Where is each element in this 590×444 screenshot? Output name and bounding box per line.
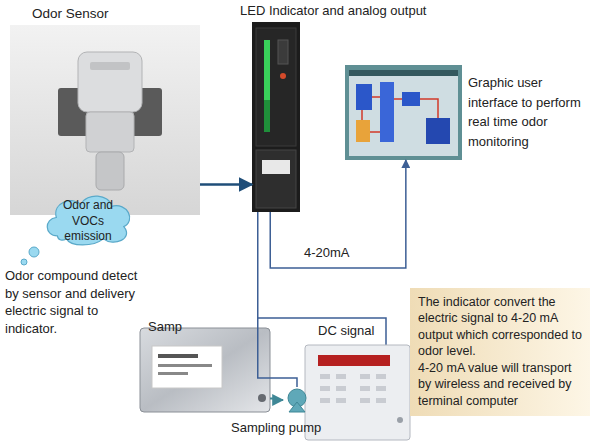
- sensor-photo-node: Odor Sensor: [10, 25, 200, 215]
- bag-label-mark: [158, 372, 188, 375]
- pump-node: Sampling pump: [283, 387, 311, 413]
- monitor-unit: [402, 92, 420, 106]
- connector: [258, 212, 297, 387]
- bag-valve: [258, 394, 266, 402]
- bag-heading: Samp: [148, 319, 208, 336]
- node-heading: LED Indicator and analog output: [240, 3, 445, 20]
- led-bar: [264, 40, 270, 132]
- connector: [270, 160, 406, 268]
- monitor-unit: [380, 82, 394, 142]
- indicator-device: [252, 22, 300, 212]
- panel-button: [360, 374, 370, 379]
- signal-label: DC signal: [318, 322, 408, 340]
- panel-button: [336, 386, 346, 391]
- note-text: The indicator convert the electric signa…: [418, 294, 584, 359]
- panel-button: [336, 374, 346, 379]
- sample-bag-node: Samp: [140, 328, 270, 412]
- note-label: Odor compound detect by sensor and deliv…: [5, 267, 145, 337]
- sample-bag: [140, 328, 270, 412]
- panel-display: [318, 355, 390, 366]
- monitor-node: Graphic user interface to perform real t…: [345, 65, 462, 160]
- sensor-grill: [90, 62, 130, 70]
- monitor-unit: [356, 84, 372, 110]
- thought-bubble: [29, 247, 39, 257]
- indicator-lower: [256, 150, 296, 208]
- panel-button: [336, 398, 346, 403]
- indicator-node: LED Indicator and analog output: [252, 22, 300, 212]
- monitor-unit: [426, 118, 450, 144]
- cloud-text: Odor and VOCs emission: [56, 198, 120, 245]
- panel-button: [376, 386, 386, 391]
- note-text: 4-20 mA value will transport by wireless…: [418, 360, 584, 409]
- panel-button: [376, 374, 386, 379]
- connector: [270, 399, 283, 400]
- panel-button: [320, 398, 330, 403]
- led-bar-lit: [264, 40, 270, 100]
- connector: [200, 183, 252, 186]
- node-heading: Odor Sensor: [32, 5, 202, 23]
- pump-base: [289, 402, 305, 412]
- panel-button: [360, 398, 370, 403]
- bag-label-mark: [158, 364, 212, 367]
- monitor-pipes: [362, 97, 438, 132]
- monitor-screen: [345, 65, 462, 160]
- panel-button: [320, 386, 330, 391]
- cloud-shape: [47, 196, 129, 245]
- node-caption: Sampling pump: [231, 420, 371, 437]
- indicator-dial: [278, 40, 288, 64]
- node-caption: Graphic user interface to perform real t…: [468, 73, 590, 151]
- indicator-lamp: [280, 73, 286, 79]
- panel-lock: [397, 417, 403, 423]
- note-box: The indicator convert the electric signa…: [410, 288, 590, 416]
- sensor-head: [96, 152, 124, 190]
- edge-label: 4-20mA: [304, 244, 350, 262]
- monitor-unit: [356, 120, 370, 142]
- emission-cloud: Odor and VOCs emission: [42, 190, 134, 246]
- indicator-front: [256, 28, 296, 146]
- bag-label-mark: [158, 354, 198, 358]
- panel-button: [376, 398, 386, 403]
- panel-button: [360, 386, 370, 391]
- monitor-titlebar: [349, 70, 458, 76]
- panel-button: [320, 374, 330, 379]
- bag-label: [152, 346, 222, 388]
- indicator-plate: [262, 160, 290, 174]
- thought-bubble: [21, 259, 27, 265]
- monitor-panel: [349, 70, 458, 156]
- sensor-photo: [10, 25, 200, 215]
- sensor-cap: [78, 52, 142, 112]
- sensor-body: [86, 112, 134, 152]
